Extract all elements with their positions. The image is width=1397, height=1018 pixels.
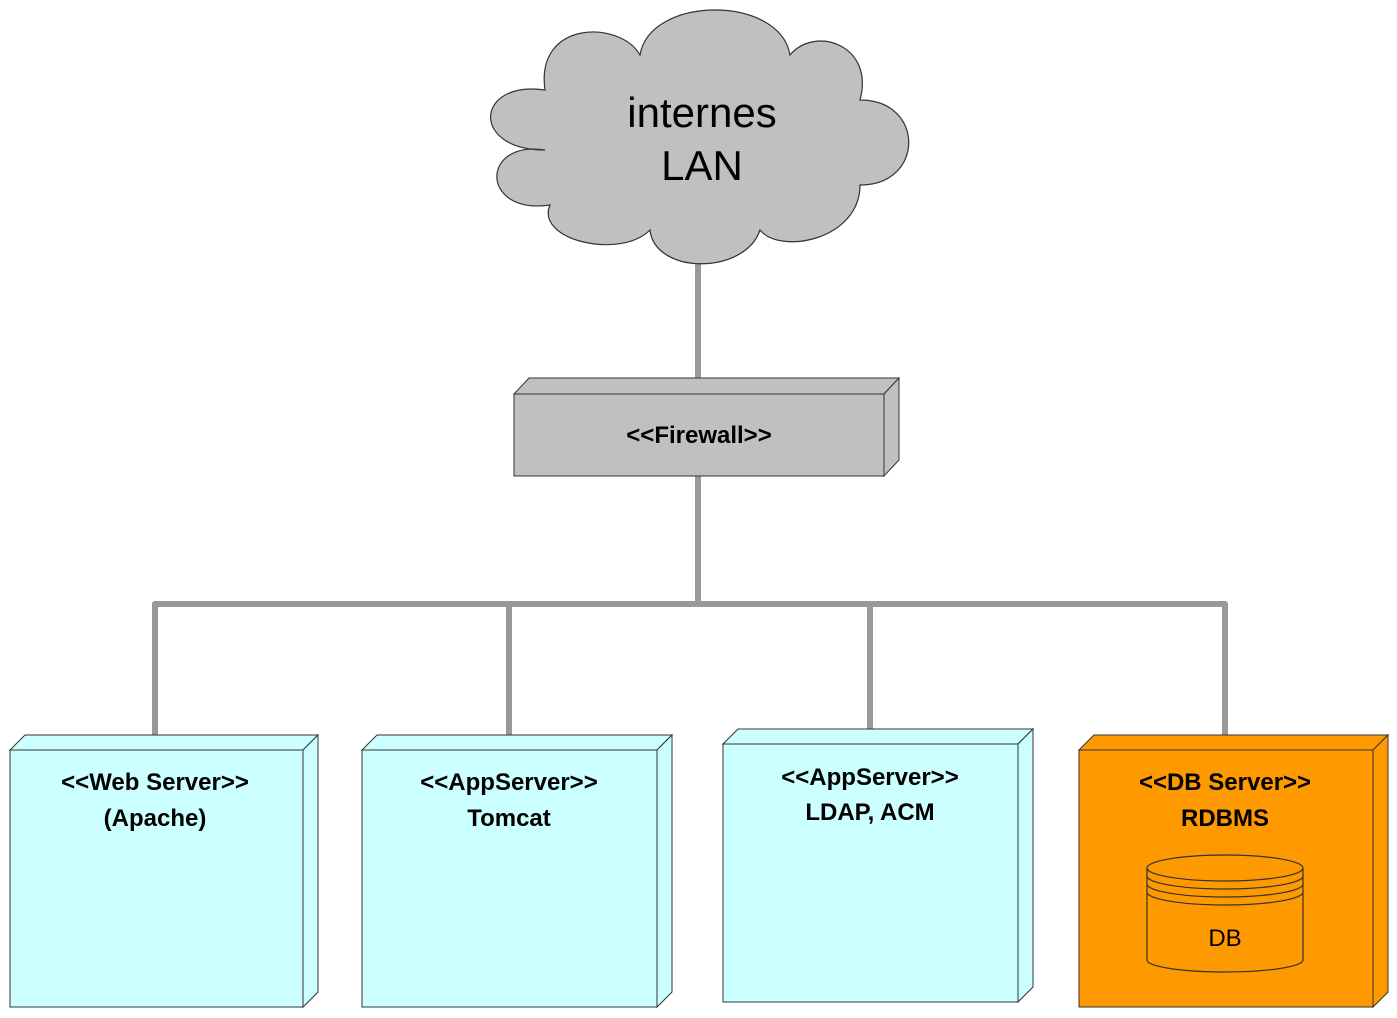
ldap-acm-node: <<AppServer>> LDAP, ACM xyxy=(721,727,1035,1004)
cloud-label-line2: LAN xyxy=(661,142,743,189)
tomcat-name: Tomcat xyxy=(467,805,551,832)
cloud-label-line1: internes xyxy=(627,89,776,136)
web-server-name: (Apache) xyxy=(104,805,207,832)
tomcat-side-face xyxy=(656,733,673,1009)
db-server-side-face xyxy=(1372,733,1389,1009)
database-label: DB xyxy=(1208,925,1241,952)
firewall-label: <<Firewall>> xyxy=(626,422,771,449)
connectors xyxy=(152,259,1228,737)
firewall-front-face xyxy=(513,393,885,477)
tomcat-node: <<AppServer>> Tomcat xyxy=(360,733,674,1009)
tomcat-front-face xyxy=(361,749,658,1008)
ldap-acm-name: LDAP, ACM xyxy=(805,799,934,826)
firewall-top-face xyxy=(512,377,901,395)
web-server-side-face xyxy=(302,733,319,1009)
db-server-node: <<DB Server>> RDBMS DB xyxy=(1077,733,1390,1009)
ldap-acm-top-face xyxy=(721,728,1035,745)
ldap-acm-front-face xyxy=(722,743,1019,1003)
tomcat-top-face xyxy=(360,734,674,751)
web-server-front-face xyxy=(9,749,304,1008)
web-server-top-face xyxy=(8,734,320,751)
web-server-node: <<Web Server>> (Apache) xyxy=(8,733,320,1009)
tomcat-stereotype: <<AppServer>> xyxy=(420,769,597,796)
db-server-stereotype: <<DB Server>> xyxy=(1139,769,1311,796)
ldap-acm-stereotype: <<AppServer>> xyxy=(781,764,958,791)
db-server-top-face xyxy=(1077,734,1390,751)
firewall-side-face xyxy=(883,376,900,478)
internal-lan-cloud: internes LAN xyxy=(490,9,910,265)
firewall-node: <<Firewall>> xyxy=(512,376,901,478)
db-server-name: RDBMS xyxy=(1181,805,1269,832)
database-cylinder-icon: DB xyxy=(1146,854,1304,973)
web-server-stereotype: <<Web Server>> xyxy=(61,769,249,796)
ldap-acm-side-face xyxy=(1017,727,1034,1004)
